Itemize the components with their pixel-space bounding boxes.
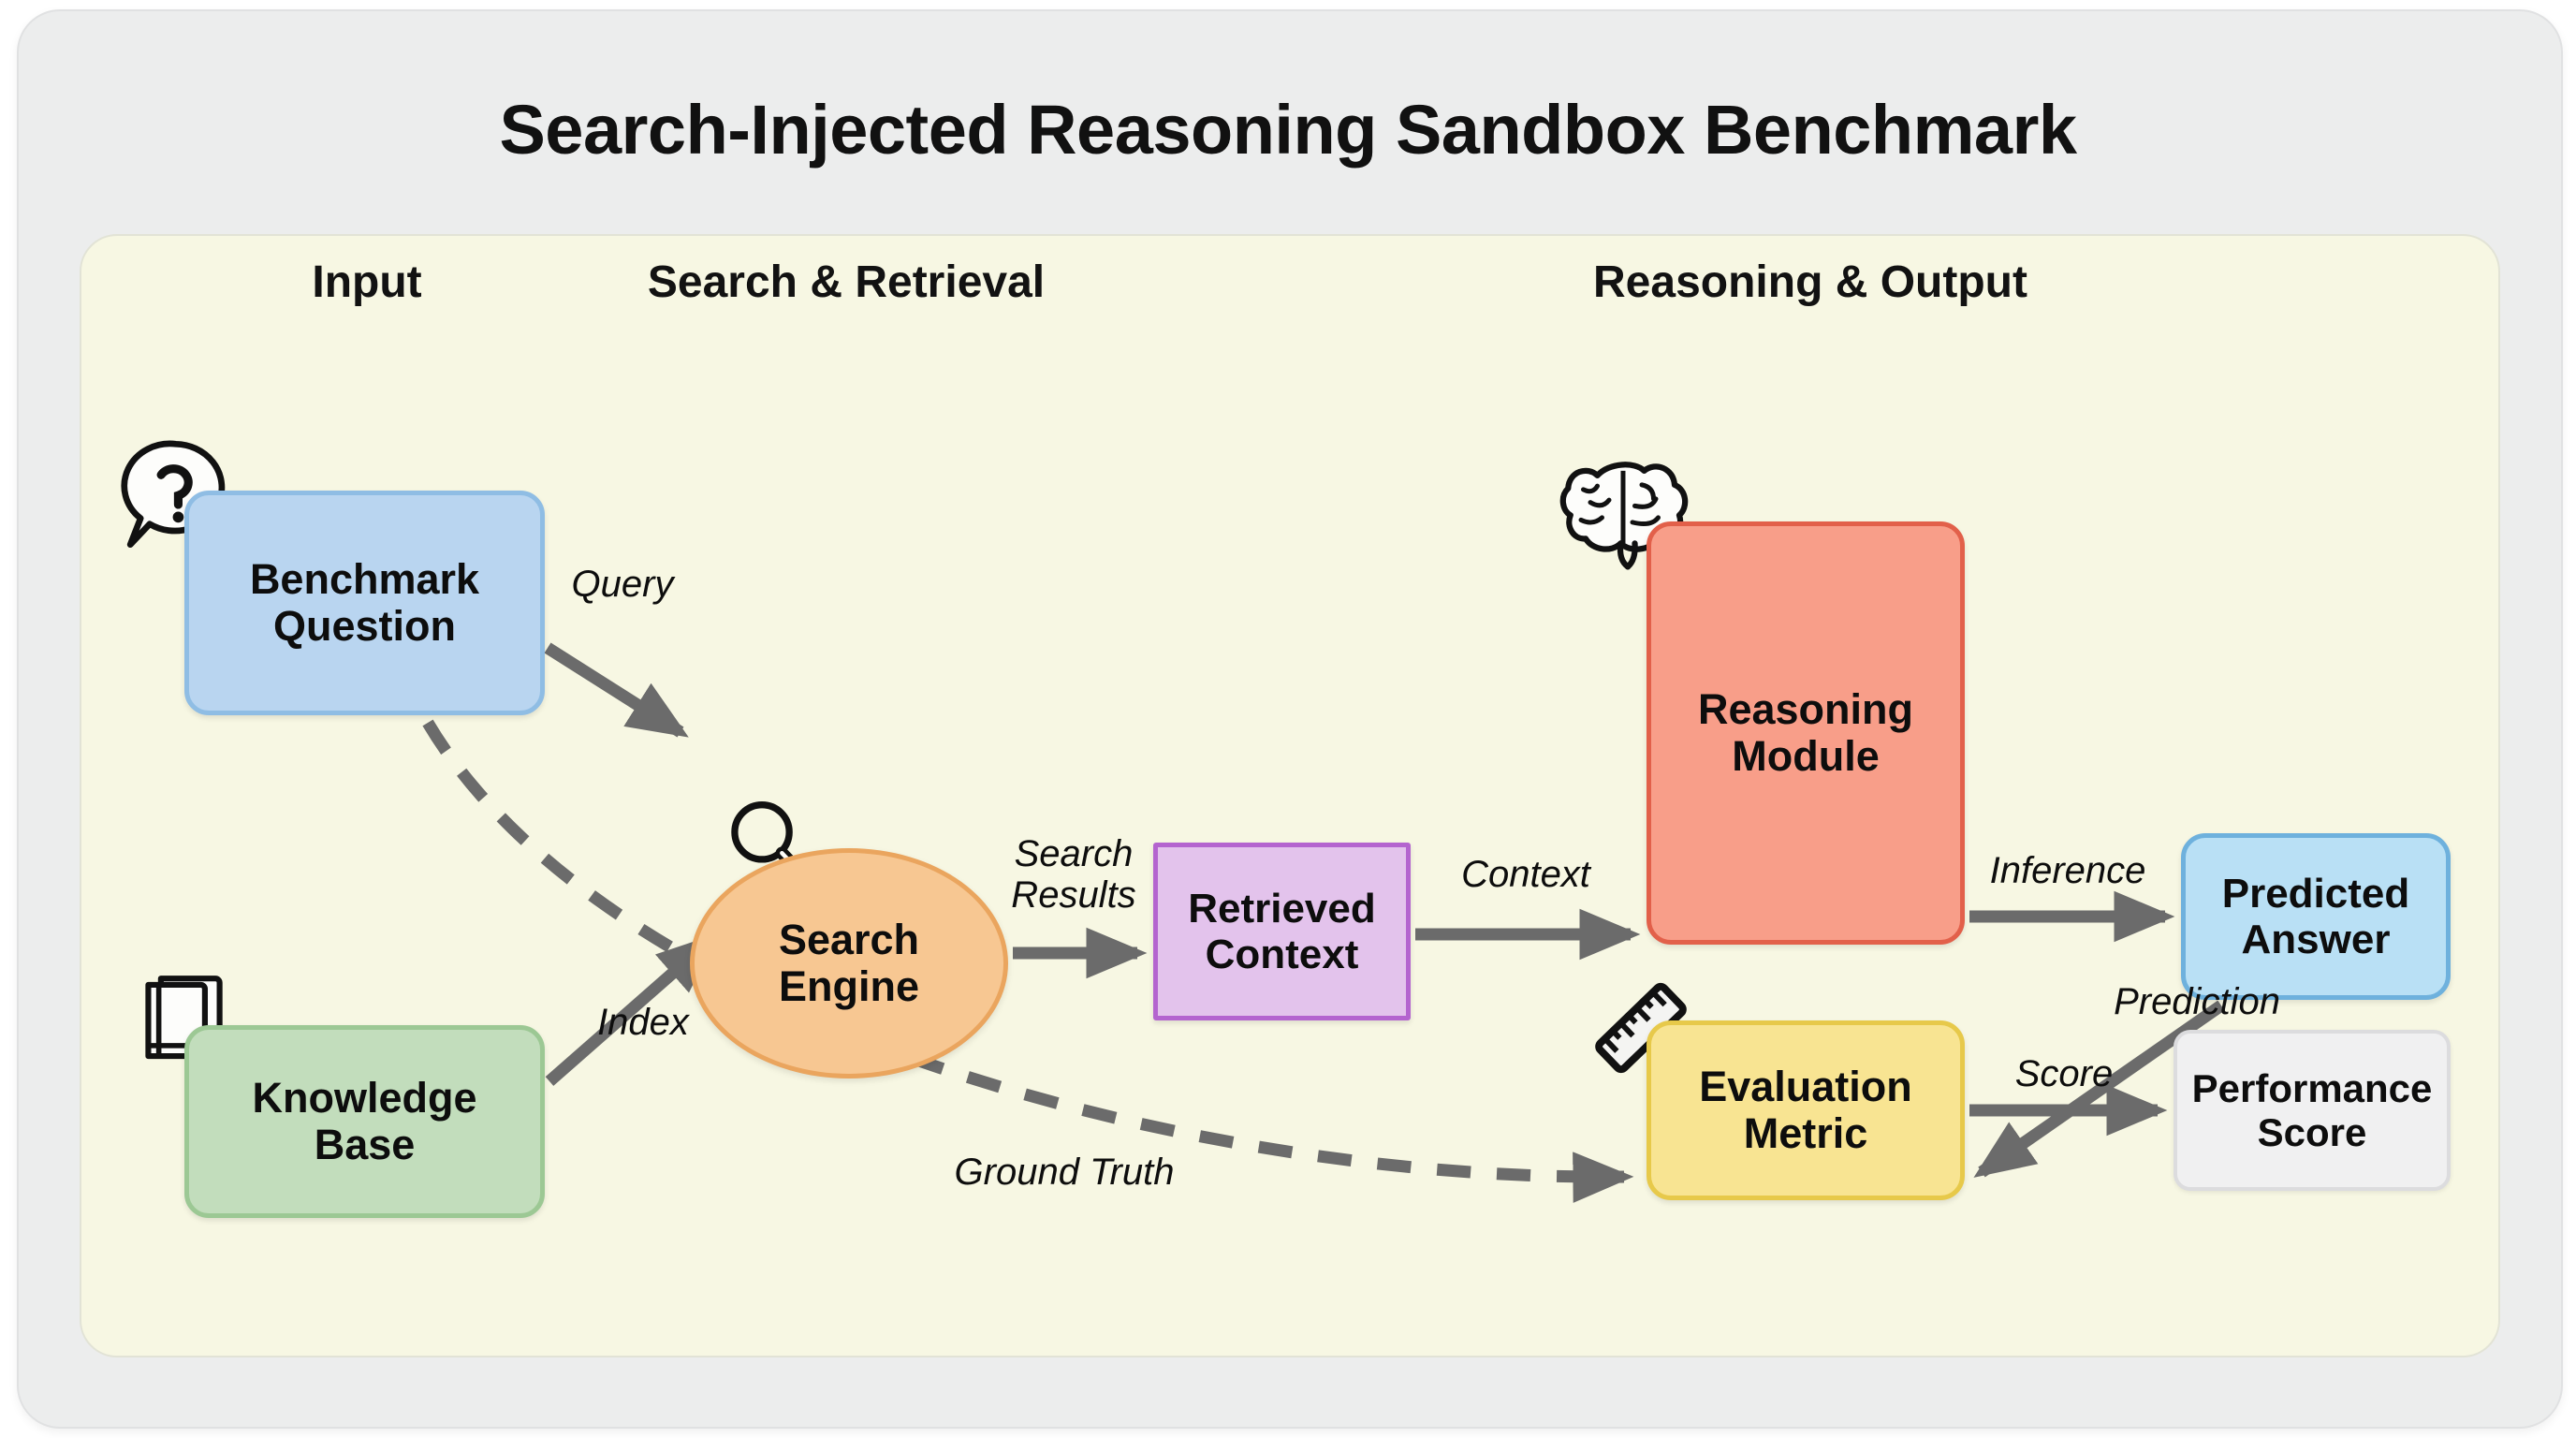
edge-label-index: Index bbox=[597, 1002, 689, 1043]
node-label: Evaluation Metric bbox=[1699, 1062, 1912, 1157]
node-predicted-answer[interactable]: Predicted Answer bbox=[2181, 833, 2451, 1000]
edge-label-search-results: Search Results bbox=[1011, 833, 1136, 916]
edge-label-prediction: Prediction bbox=[2114, 981, 2280, 1022]
column-header-reasoning-output: Reasoning & Output bbox=[1593, 257, 2027, 307]
node-label: Retrieved Context bbox=[1188, 885, 1376, 977]
node-reasoning-module[interactable]: Reasoning Module bbox=[1647, 521, 1965, 945]
node-evaluation-metric[interactable]: Evaluation Metric bbox=[1647, 1020, 1965, 1200]
page-title: Search-Injected Reasoning Sandbox Benchm… bbox=[499, 91, 2077, 169]
column-header-search-retrieval: Search & Retrieval bbox=[647, 257, 1046, 307]
node-label: Knowledge Base bbox=[252, 1073, 477, 1168]
edge-label-query: Query bbox=[571, 564, 674, 605]
node-label: Predicted Answer bbox=[2221, 870, 2410, 962]
node-performance-score[interactable]: Performance Score bbox=[2174, 1030, 2451, 1191]
edge-label-context: Context bbox=[1461, 854, 1590, 895]
diagram-canvas: Input Search & Retrieval Reasoning & Out… bbox=[80, 234, 2500, 1357]
column-header-input: Input bbox=[312, 257, 422, 307]
node-knowledge-base[interactable]: Knowledge Base bbox=[184, 1025, 545, 1218]
node-label: Benchmark Question bbox=[249, 554, 480, 650]
edge-label-ground-truth: Ground Truth bbox=[954, 1152, 1175, 1193]
node-search-engine[interactable]: Search Engine bbox=[690, 848, 1008, 1078]
edge-label-score: Score bbox=[2014, 1053, 2114, 1094]
node-label: Reasoning Module bbox=[1697, 684, 1914, 780]
node-retrieved-context[interactable]: Retrieved Context bbox=[1153, 843, 1411, 1020]
node-label: Search Engine bbox=[778, 915, 920, 1010]
edge-label-inference: Inference bbox=[1989, 850, 2146, 891]
edge-query bbox=[544, 642, 689, 738]
node-label: Performance Score bbox=[2191, 1065, 2433, 1154]
edge-ground-truth bbox=[422, 719, 1634, 1203]
node-benchmark-question[interactable]: Benchmark Question bbox=[184, 491, 545, 715]
